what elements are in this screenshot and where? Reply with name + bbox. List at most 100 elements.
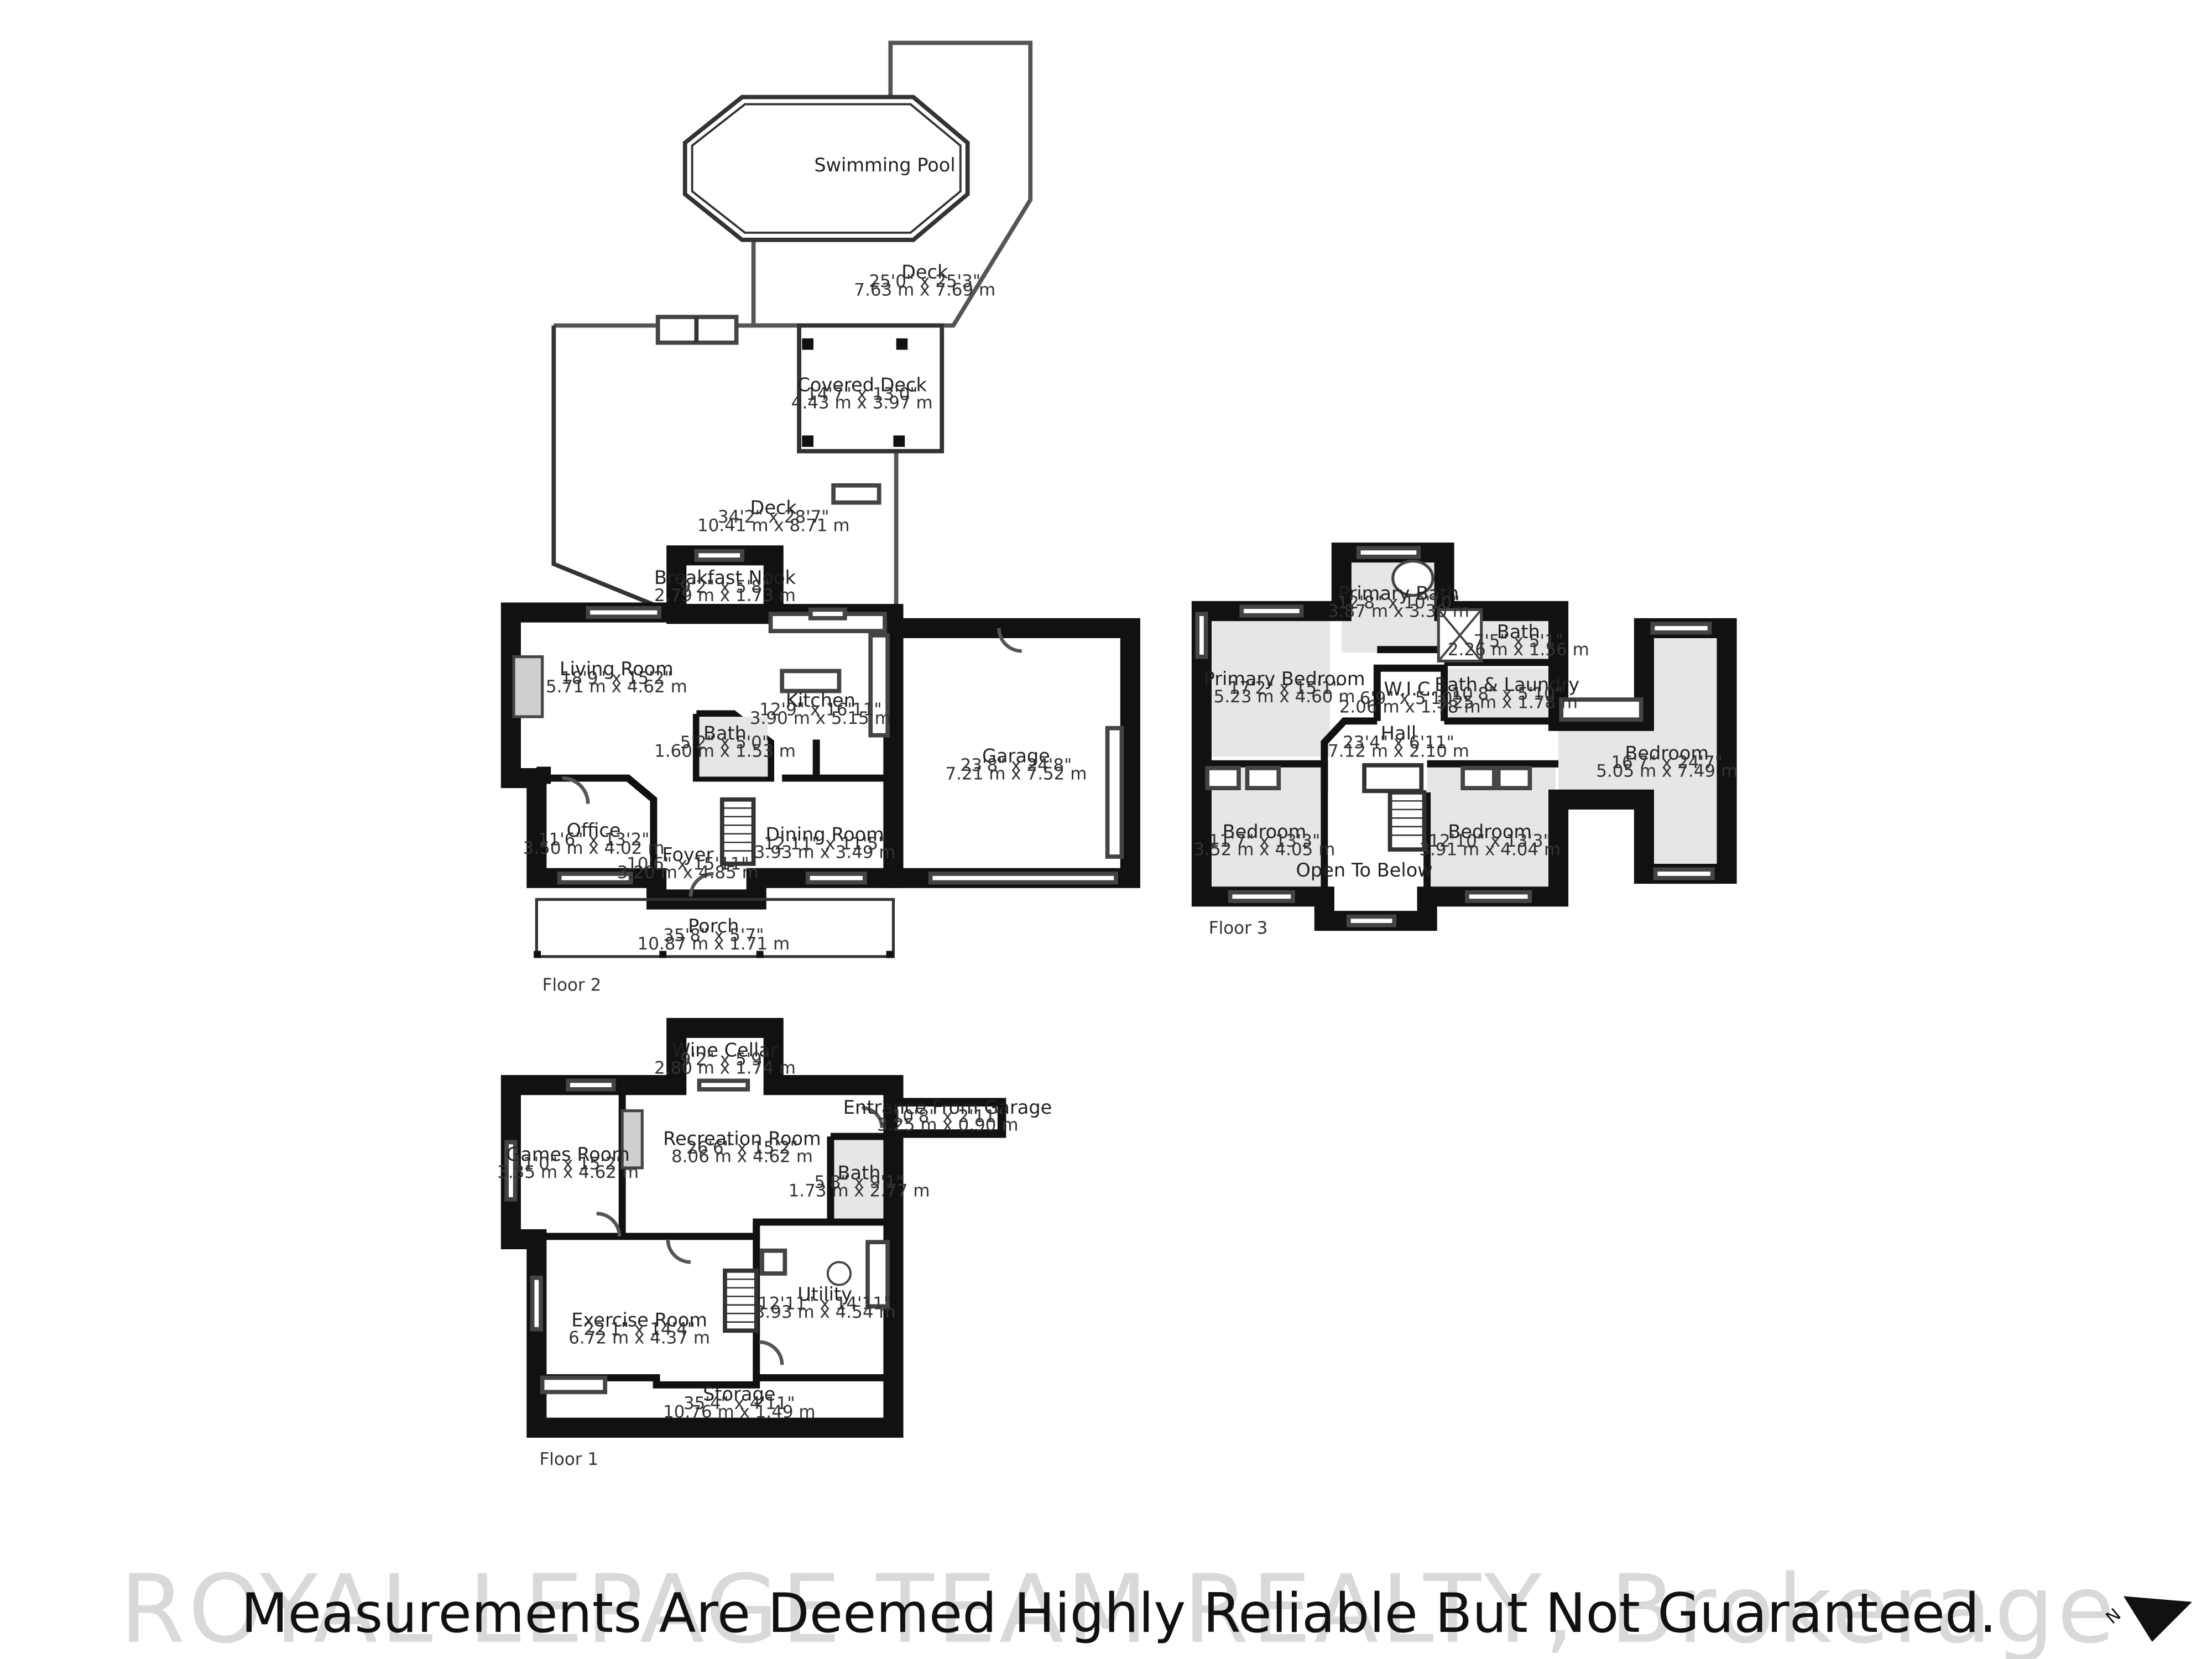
hall-wall bbox=[1321, 717, 1378, 792]
bedroom-west-metric: 3.52 m x 4.05 m bbox=[1194, 839, 1335, 859]
recreation-room-metric: 8.06 m x 4.62 m bbox=[671, 1147, 813, 1167]
covered-deck-outline bbox=[797, 323, 945, 453]
bath-imperial: 5'2" x 5'0" bbox=[680, 733, 770, 753]
window bbox=[1228, 890, 1295, 903]
exercise-room-label: Exercise Room bbox=[571, 1309, 707, 1331]
office-label: Office bbox=[567, 820, 621, 841]
living-room-label: Living Room bbox=[560, 658, 674, 680]
open-below-label: Open To Below bbox=[1296, 859, 1433, 881]
bath-laundry-metric: 3.25 m x 1.78 m bbox=[1436, 693, 1578, 713]
bedroom-east-floor bbox=[1558, 628, 1727, 874]
closet bbox=[1205, 766, 1241, 791]
pool-label: Swimming Pool bbox=[814, 154, 955, 176]
primary-bath-imperial: 12'8" x 10'10" bbox=[1337, 593, 1459, 613]
covered-deck-post bbox=[802, 338, 813, 350]
closet bbox=[1460, 766, 1496, 791]
bath-walls bbox=[692, 710, 774, 782]
porch-outline bbox=[535, 898, 895, 958]
door bbox=[666, 1239, 691, 1264]
entrance-from-garage-walls bbox=[889, 1098, 1006, 1138]
foyer-label: Foyer bbox=[662, 844, 713, 865]
floor3-plan bbox=[1191, 542, 1737, 931]
breakfast-nook-label: Breakfast Nook bbox=[654, 567, 796, 588]
bath-laundry-label: Bath & Laundry bbox=[1434, 674, 1579, 696]
games-room-metric: 3.35 m x 4.62 m bbox=[497, 1162, 639, 1182]
bath-floor bbox=[830, 1136, 888, 1219]
office-wall bbox=[536, 774, 658, 878]
floor2-plan bbox=[500, 545, 1140, 958]
bath-imperial: 5'8" x 9'1" bbox=[814, 1172, 904, 1192]
kitchen-island bbox=[780, 669, 842, 693]
fireplace bbox=[512, 655, 544, 718]
garage-entry-door bbox=[997, 628, 1022, 653]
covered-deck-post bbox=[896, 338, 908, 350]
floor2-label: Floor 2 bbox=[542, 975, 602, 995]
porch-post bbox=[534, 951, 541, 958]
floor3-stairs bbox=[1362, 763, 1427, 852]
deck-stairs-lower bbox=[831, 483, 881, 505]
kitchen-label: Kitchen bbox=[786, 690, 855, 711]
dining-room-metric: 3.93 m x 3.49 m bbox=[754, 843, 896, 863]
office-metric: 3.50 m x 4.02 m bbox=[523, 838, 665, 858]
bath-label: Bath bbox=[1497, 621, 1540, 643]
wic-imperial: 6'9" x 5'10" bbox=[1360, 688, 1460, 708]
covered-deck-post bbox=[802, 435, 813, 447]
door bbox=[759, 1340, 784, 1365]
office-imperial: 11'6" x 13'2" bbox=[538, 830, 650, 849]
utility-metric: 3.93 m x 4.54 m bbox=[754, 1302, 896, 1322]
dining-room-label: Dining Room bbox=[765, 824, 884, 846]
garage-door bbox=[928, 872, 1118, 885]
bath-label: Bath bbox=[703, 722, 747, 744]
primary-bath-label: Primary Bath bbox=[1338, 582, 1459, 604]
lower-deck-metric: 10.41 m x 8.71 m bbox=[697, 515, 850, 535]
door bbox=[596, 1212, 622, 1237]
window bbox=[566, 1078, 616, 1092]
swimming-pool-inner bbox=[691, 103, 962, 234]
window bbox=[1465, 890, 1532, 903]
porch-metric: 10.87 m x 1.71 m bbox=[638, 934, 790, 954]
storage-north-wall bbox=[536, 1374, 894, 1389]
window bbox=[1346, 914, 1397, 927]
fireplace bbox=[620, 1109, 644, 1170]
bath-label: Bath bbox=[838, 1162, 881, 1184]
wine-cellar-metric: 2.80 m x 1.74 m bbox=[654, 1058, 796, 1078]
utility-counter bbox=[865, 1240, 890, 1309]
bedroom-mid-metric: 3.91 m x 4.04 m bbox=[1419, 839, 1561, 859]
window bbox=[1653, 867, 1715, 880]
living-room-metric: 5.71 m x 4.62 m bbox=[546, 677, 687, 697]
covered-deck-metric: 4.43 m x 3.97 m bbox=[791, 393, 933, 413]
recreation-room-imperial: 26'6" x 15'2" bbox=[686, 1138, 798, 1158]
breakfast-nook-imperial: 9'2" x 5'8" bbox=[680, 577, 770, 597]
bath-floor bbox=[699, 717, 768, 777]
foyer-metric: 3.20 m x 4.85 m bbox=[617, 863, 759, 883]
wic-metric: 2.06 m x 1.78 m bbox=[1339, 697, 1481, 717]
measurement-disclaimer: Measurements Are Deemed Highly Reliable … bbox=[241, 1582, 1996, 1645]
bath-imperial: 7'5" x 5'1" bbox=[1474, 632, 1563, 651]
bedroom-west-label: Bedroom bbox=[1223, 821, 1307, 842]
entrance-garage-imperial: 10'8" x 2'11" bbox=[892, 1107, 1004, 1126]
storage-imperial: 35'4" x 4'11" bbox=[684, 1394, 795, 1413]
wine-cellar-imperial: 9'2" x 5'9" bbox=[680, 1050, 770, 1070]
floor1-stairs bbox=[723, 1268, 759, 1333]
kitchen-imperial: 12'9" x 16'11" bbox=[759, 700, 881, 719]
wall-column bbox=[536, 766, 551, 784]
entrance-garage-label: Entrance From Garage bbox=[843, 1097, 1052, 1118]
floor1-exterior-walls bbox=[500, 1018, 904, 1438]
utility-imperial: 12'11" x 14'11" bbox=[758, 1293, 891, 1313]
porch-post bbox=[886, 951, 894, 958]
window bbox=[694, 549, 744, 562]
closet bbox=[1245, 766, 1281, 791]
wic-label: W.I.C. bbox=[1384, 678, 1436, 700]
door bbox=[862, 1106, 884, 1128]
primary-bath-metric: 3.87 m x 3.30 m bbox=[1328, 601, 1469, 621]
games-room-imperial: 11'0" x 15'2" bbox=[512, 1154, 624, 1173]
primary-bedroom-label: Primary Bedroom bbox=[1204, 668, 1365, 690]
primary-bedroom-imperial: 17'2" x 15'1" bbox=[1229, 679, 1340, 698]
exercise-room-metric: 6.72 m x 4.37 m bbox=[568, 1328, 710, 1348]
floor1-label: Floor 1 bbox=[539, 1449, 598, 1469]
wic-walls bbox=[1373, 664, 1448, 721]
floor1-plan bbox=[500, 1018, 1006, 1438]
porch-post bbox=[756, 951, 764, 958]
lower-deck-imperial: 34'2" x 28'7" bbox=[718, 507, 830, 527]
